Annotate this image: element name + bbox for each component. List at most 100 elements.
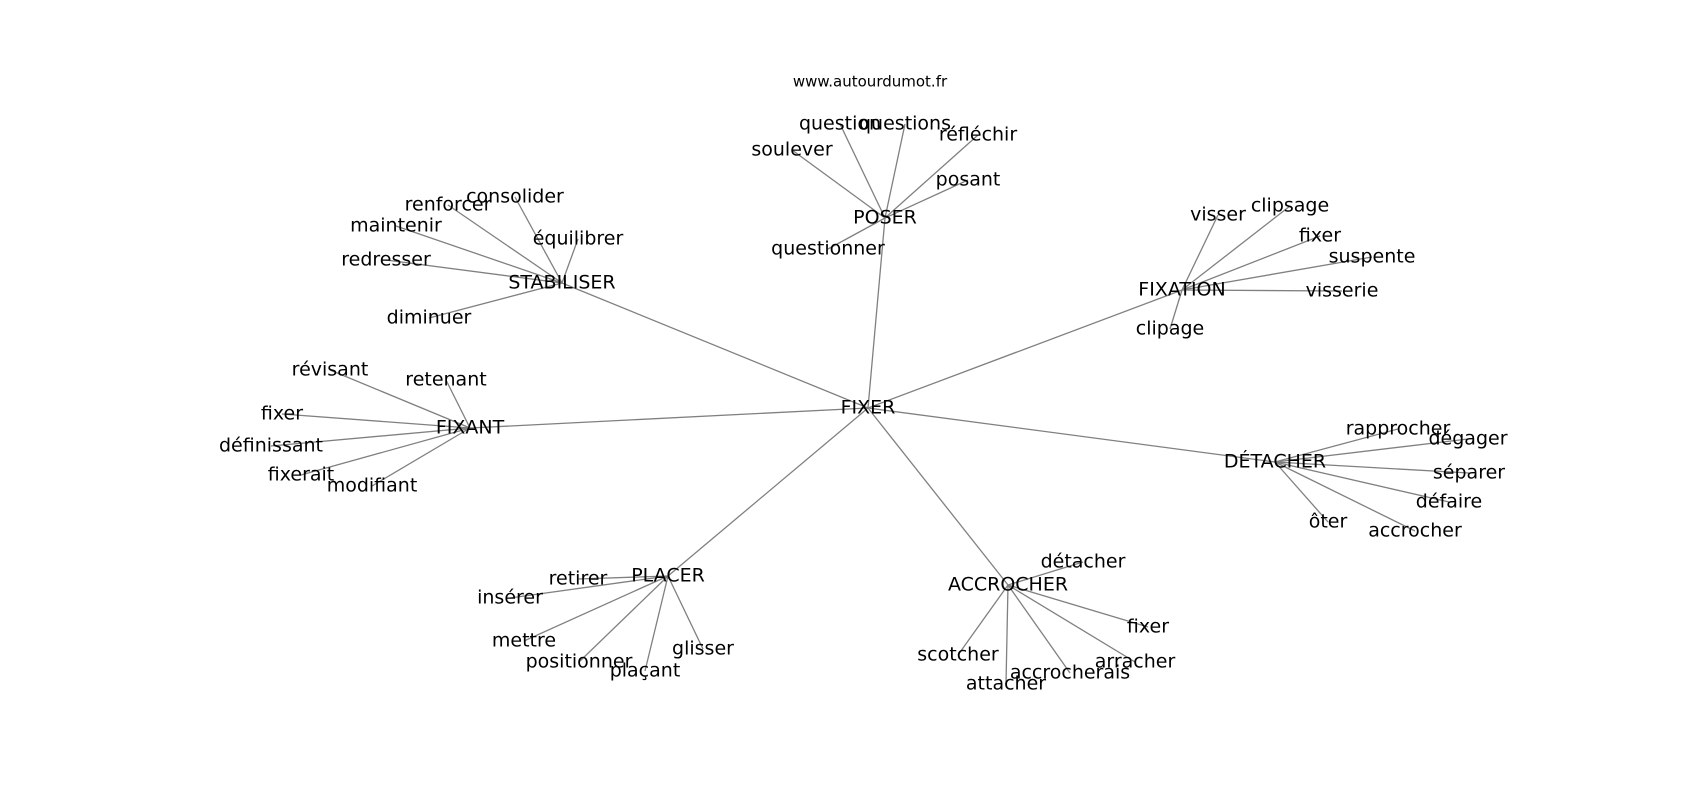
leaf-node: dégager: [1428, 428, 1507, 450]
leaf-node: fixer: [1127, 616, 1169, 638]
edge-hub-leaf: [1274, 461, 1470, 474]
edge-hub-leaf: [281, 413, 471, 429]
leaf-node: détacher: [1041, 551, 1126, 573]
leaf-node: questionner: [771, 238, 885, 260]
edge-center-hub: [667, 407, 869, 577]
leaf-node: ôter: [1309, 511, 1348, 533]
edge-hub-leaf: [371, 427, 471, 487]
edge-hub-leaf: [1181, 214, 1219, 291]
leaf-node: redresser: [341, 249, 431, 271]
edge-hub-leaf: [1274, 461, 1416, 532]
leaf-node: attacher: [966, 673, 1046, 695]
edge-center-hub: [867, 217, 886, 409]
edge-hub-leaf: [1007, 584, 1071, 674]
leaf-node: maintenir: [350, 215, 442, 237]
edge-hub-leaf: [957, 584, 1009, 656]
leaf-node: glisser: [672, 638, 734, 660]
edge-hub-leaf: [884, 123, 906, 219]
edge-hub-leaf: [827, 217, 886, 250]
edge-hub-leaf: [447, 204, 563, 284]
edge-hub-leaf: [509, 575, 669, 599]
edge-hub-leaf: [577, 575, 669, 580]
leaf-node: renforcer: [405, 194, 492, 216]
edge-center-hub: [867, 407, 1009, 586]
leaf-node: défaire: [1416, 491, 1482, 513]
edge-center-hub: [561, 282, 869, 409]
leaf-node: question: [799, 113, 881, 135]
edge-hub-leaf: [1007, 584, 1136, 663]
edge-hub-leaf: [884, 179, 969, 219]
leaf-node: retirer: [549, 568, 608, 590]
edge-hub-leaf: [523, 575, 669, 642]
leaf-node: fixer: [1299, 225, 1341, 247]
edge-hub-leaf: [1274, 461, 1450, 503]
edge-hub-leaf: [1169, 289, 1183, 330]
leaf-node: visserie: [1306, 280, 1379, 302]
graph-labels: www.autourdumot.fr FIXER POSER questionner…: [219, 73, 1508, 695]
leaf-node: arracher: [1095, 651, 1176, 673]
edge-hub-leaf: [385, 259, 563, 284]
edge-hub-leaf: [839, 123, 886, 219]
edge-hub-leaf: [884, 134, 979, 219]
hub-node: PLACER: [631, 565, 705, 587]
leaf-node: réfléchir: [939, 124, 1018, 146]
edge-hub-leaf: [329, 369, 471, 429]
hub-node: ACCROCHER: [948, 574, 1068, 596]
leaf-node: diminuer: [387, 307, 472, 329]
leaf-node: posant: [936, 169, 1001, 191]
hub-node: FIXATION: [1138, 279, 1225, 301]
leaf-node: modifiant: [327, 475, 418, 497]
center-node: FIXER: [841, 397, 896, 419]
leaf-node: consolider: [466, 186, 564, 208]
leaf-node: retenant: [405, 369, 486, 391]
leaf-node: définissant: [219, 435, 323, 457]
edge-hub-leaf: [1005, 584, 1009, 685]
leaf-node: soulever: [751, 139, 832, 161]
edge-hub-leaf: [270, 427, 471, 447]
edge-hub-leaf: [445, 379, 471, 429]
edge-center-hub: [867, 407, 1276, 463]
hub-node: FIXANT: [436, 417, 505, 439]
source-watermark: www.autourdumot.fr: [793, 73, 948, 91]
hub-node: POSER: [853, 207, 917, 229]
edge-hub-leaf: [561, 238, 579, 284]
edge-hub-leaf: [1181, 205, 1291, 291]
hub-node: DÉTACHER: [1224, 450, 1326, 473]
edge-hub-leaf: [514, 196, 563, 284]
leaf-node: clipage: [1136, 318, 1204, 340]
leaf-node: mettre: [492, 630, 556, 652]
edge-center-hub: [469, 407, 869, 429]
leaf-node: séparer: [1433, 462, 1505, 484]
leaf-node: questions: [859, 113, 951, 135]
edge-hub-leaf: [1274, 428, 1399, 463]
edge-hub-leaf: [791, 149, 886, 219]
edge-hub-leaf: [1274, 438, 1469, 463]
edge-hub-leaf: [644, 575, 669, 672]
edge-hub-leaf: [1007, 584, 1149, 628]
leaf-node: suspente: [1329, 246, 1416, 268]
edge-hub-leaf: [1181, 235, 1321, 291]
leaf-node: insérer: [477, 587, 543, 609]
leaf-node: clipsage: [1251, 195, 1329, 217]
edge-hub-leaf: [578, 575, 669, 663]
graph-edges: [270, 123, 1470, 685]
edge-hub-leaf: [1007, 561, 1084, 586]
leaf-node: révisant: [292, 359, 369, 381]
leaf-node: accrocherais: [1010, 662, 1130, 684]
leaf-node: accrocher: [1368, 520, 1462, 542]
leaf-node: plaçant: [610, 660, 681, 682]
edge-hub-leaf: [300, 427, 471, 476]
edge-center-hub: [867, 289, 1183, 409]
leaf-node: scotcher: [917, 644, 999, 666]
edge-hub-leaf: [395, 225, 563, 284]
edge-hub-leaf: [428, 282, 563, 319]
hub-node: STABILISER: [508, 272, 615, 294]
edge-hub-leaf: [1274, 461, 1329, 523]
leaf-node: fixer: [261, 403, 303, 425]
edge-hub-leaf: [1181, 256, 1373, 291]
leaf-node: visser: [1190, 204, 1246, 226]
leaf-node: fixerait: [268, 464, 335, 486]
leaf-node: rapprocher: [1346, 418, 1451, 440]
edge-hub-leaf: [667, 575, 704, 650]
